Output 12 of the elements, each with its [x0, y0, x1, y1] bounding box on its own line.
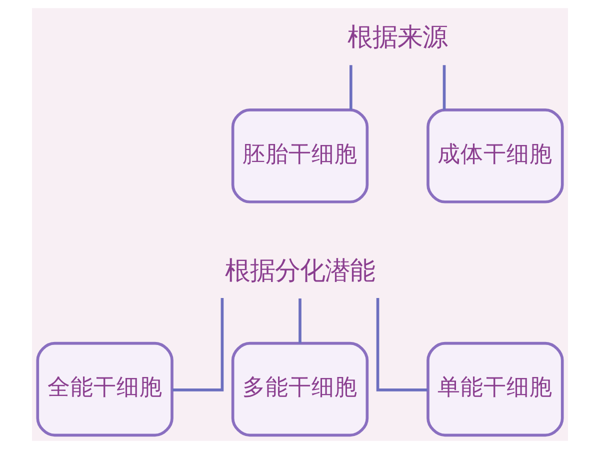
- node-text: 根据来源: [348, 22, 448, 52]
- node-box: 多能干细胞: [231, 342, 369, 437]
- connector: [172, 298, 224, 392]
- node-box: 胚胎干细胞: [231, 108, 369, 204]
- node-box: 单能干细胞: [426, 342, 564, 437]
- connector: [298, 298, 302, 344]
- node-text: 根据分化潜能: [225, 256, 375, 286]
- node-box: 成体干细胞: [426, 108, 564, 204]
- connector: [442, 65, 446, 110]
- connector: [350, 65, 352, 110]
- node-box: 全能干细胞: [36, 342, 174, 437]
- connector: [376, 298, 428, 392]
